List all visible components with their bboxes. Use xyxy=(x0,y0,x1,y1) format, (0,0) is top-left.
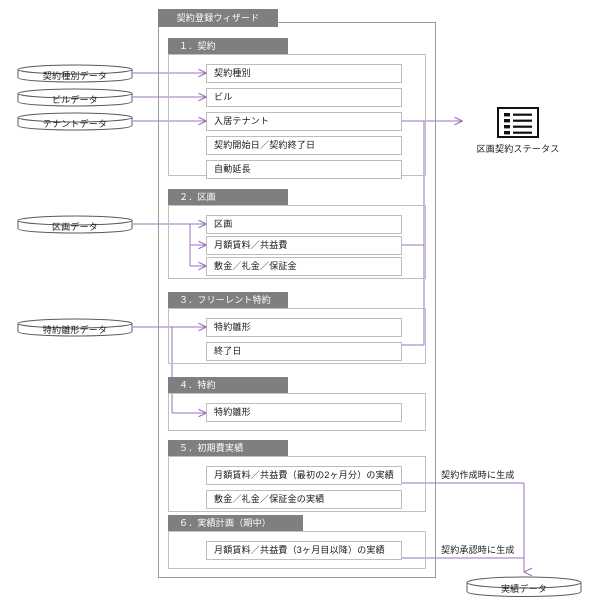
step-header-3: ３．フリーレント特約 xyxy=(168,292,288,309)
step-header-2: ２．区画 xyxy=(168,189,288,206)
annotation-on-contract-creation: 契約作成時に生成 xyxy=(441,470,515,480)
step-group-5: ５．初期費実績 月額賃料／共益費（最初の2ヶ月分）の実績 敷金／礼金／保証金の実… xyxy=(168,440,426,512)
status-output-caption: 区画契約ステータス xyxy=(476,144,560,154)
field-contract-period[interactable]: 契約開始日／契約終了日 xyxy=(206,136,402,155)
step-body-3 xyxy=(168,308,426,364)
field-initial-rent-actual[interactable]: 月額賃料／共益費（最初の2ヶ月分）の実績 xyxy=(206,466,402,485)
datastore-section[interactable]: 区画データ xyxy=(17,215,133,234)
datastore-label: 実績データ xyxy=(500,584,547,594)
step-group-6: ６．実績計画（期中） 月額賃料／共益費（3ヶ月目以降）の実績 xyxy=(168,515,426,569)
annotation-on-contract-approval: 契約承認時に生成 xyxy=(441,545,515,555)
datastore-clause-template[interactable]: 特約雛形データ xyxy=(17,318,133,337)
datastore-label: 区画データ xyxy=(51,221,98,232)
step-body-2 xyxy=(168,205,426,279)
datastore-label: 特約雛形データ xyxy=(42,324,108,335)
field-building[interactable]: ビル xyxy=(206,88,402,107)
field-deposit[interactable]: 敷金／礼金／保証金 xyxy=(206,257,402,276)
field-ongoing-rent-actual[interactable]: 月額賃料／共益費（3ヶ月目以降）の実績 xyxy=(206,541,402,560)
datastore-label: 契約種別データ xyxy=(42,70,108,81)
field-section[interactable]: 区画 xyxy=(206,215,402,234)
step-group-2: ２．区画 区画 月額賃料／共益費 敷金／礼金／保証金 xyxy=(168,189,426,279)
field-auto-renewal[interactable]: 自動延長 xyxy=(206,160,402,179)
datastore-building[interactable]: ビルデータ xyxy=(17,88,133,107)
wizard-frame xyxy=(158,22,436,578)
list-document-icon[interactable] xyxy=(496,106,540,139)
step-header-6: ６．実績計画（期中） xyxy=(168,515,303,532)
step-body-6 xyxy=(168,531,426,569)
step-group-4: ４．特約 特約雛形 xyxy=(168,377,426,431)
field-clause-template[interactable]: 特約雛形 xyxy=(206,403,402,422)
field-initial-deposit-actual[interactable]: 敷金／礼金／保証金の実績 xyxy=(206,490,402,509)
step-header-4: ４．特約 xyxy=(168,377,288,394)
step-body-5 xyxy=(168,456,426,512)
datastore-contract-type[interactable]: 契約種別データ xyxy=(17,64,133,83)
step-body-4 xyxy=(168,393,426,431)
datastore-label: テナントデータ xyxy=(42,118,108,129)
field-freerent-template[interactable]: 特約雛形 xyxy=(206,318,402,337)
step-group-1: １．契約 契約種別 ビル 入居テナント 契約開始日／契約終了日 自動延長 xyxy=(168,38,426,179)
wizard-title: 契約登録ウィザード xyxy=(158,9,278,27)
datastore-label: ビルデータ xyxy=(51,94,98,105)
step-group-3: ３．フリーレント特約 特約雛形 終了日 xyxy=(168,292,426,364)
field-freerent-end-date[interactable]: 終了日 xyxy=(206,342,402,361)
step-header-5: ５．初期費実績 xyxy=(168,440,288,457)
datastore-actuals[interactable]: 実績データ xyxy=(466,576,582,598)
field-monthly-rent[interactable]: 月額賃料／共益費 xyxy=(206,236,402,255)
field-contract-type[interactable]: 契約種別 xyxy=(206,64,402,83)
field-tenant[interactable]: 入居テナント xyxy=(206,112,402,131)
datastore-tenant[interactable]: テナントデータ xyxy=(17,112,133,131)
step-header-1: １．契約 xyxy=(168,38,288,55)
